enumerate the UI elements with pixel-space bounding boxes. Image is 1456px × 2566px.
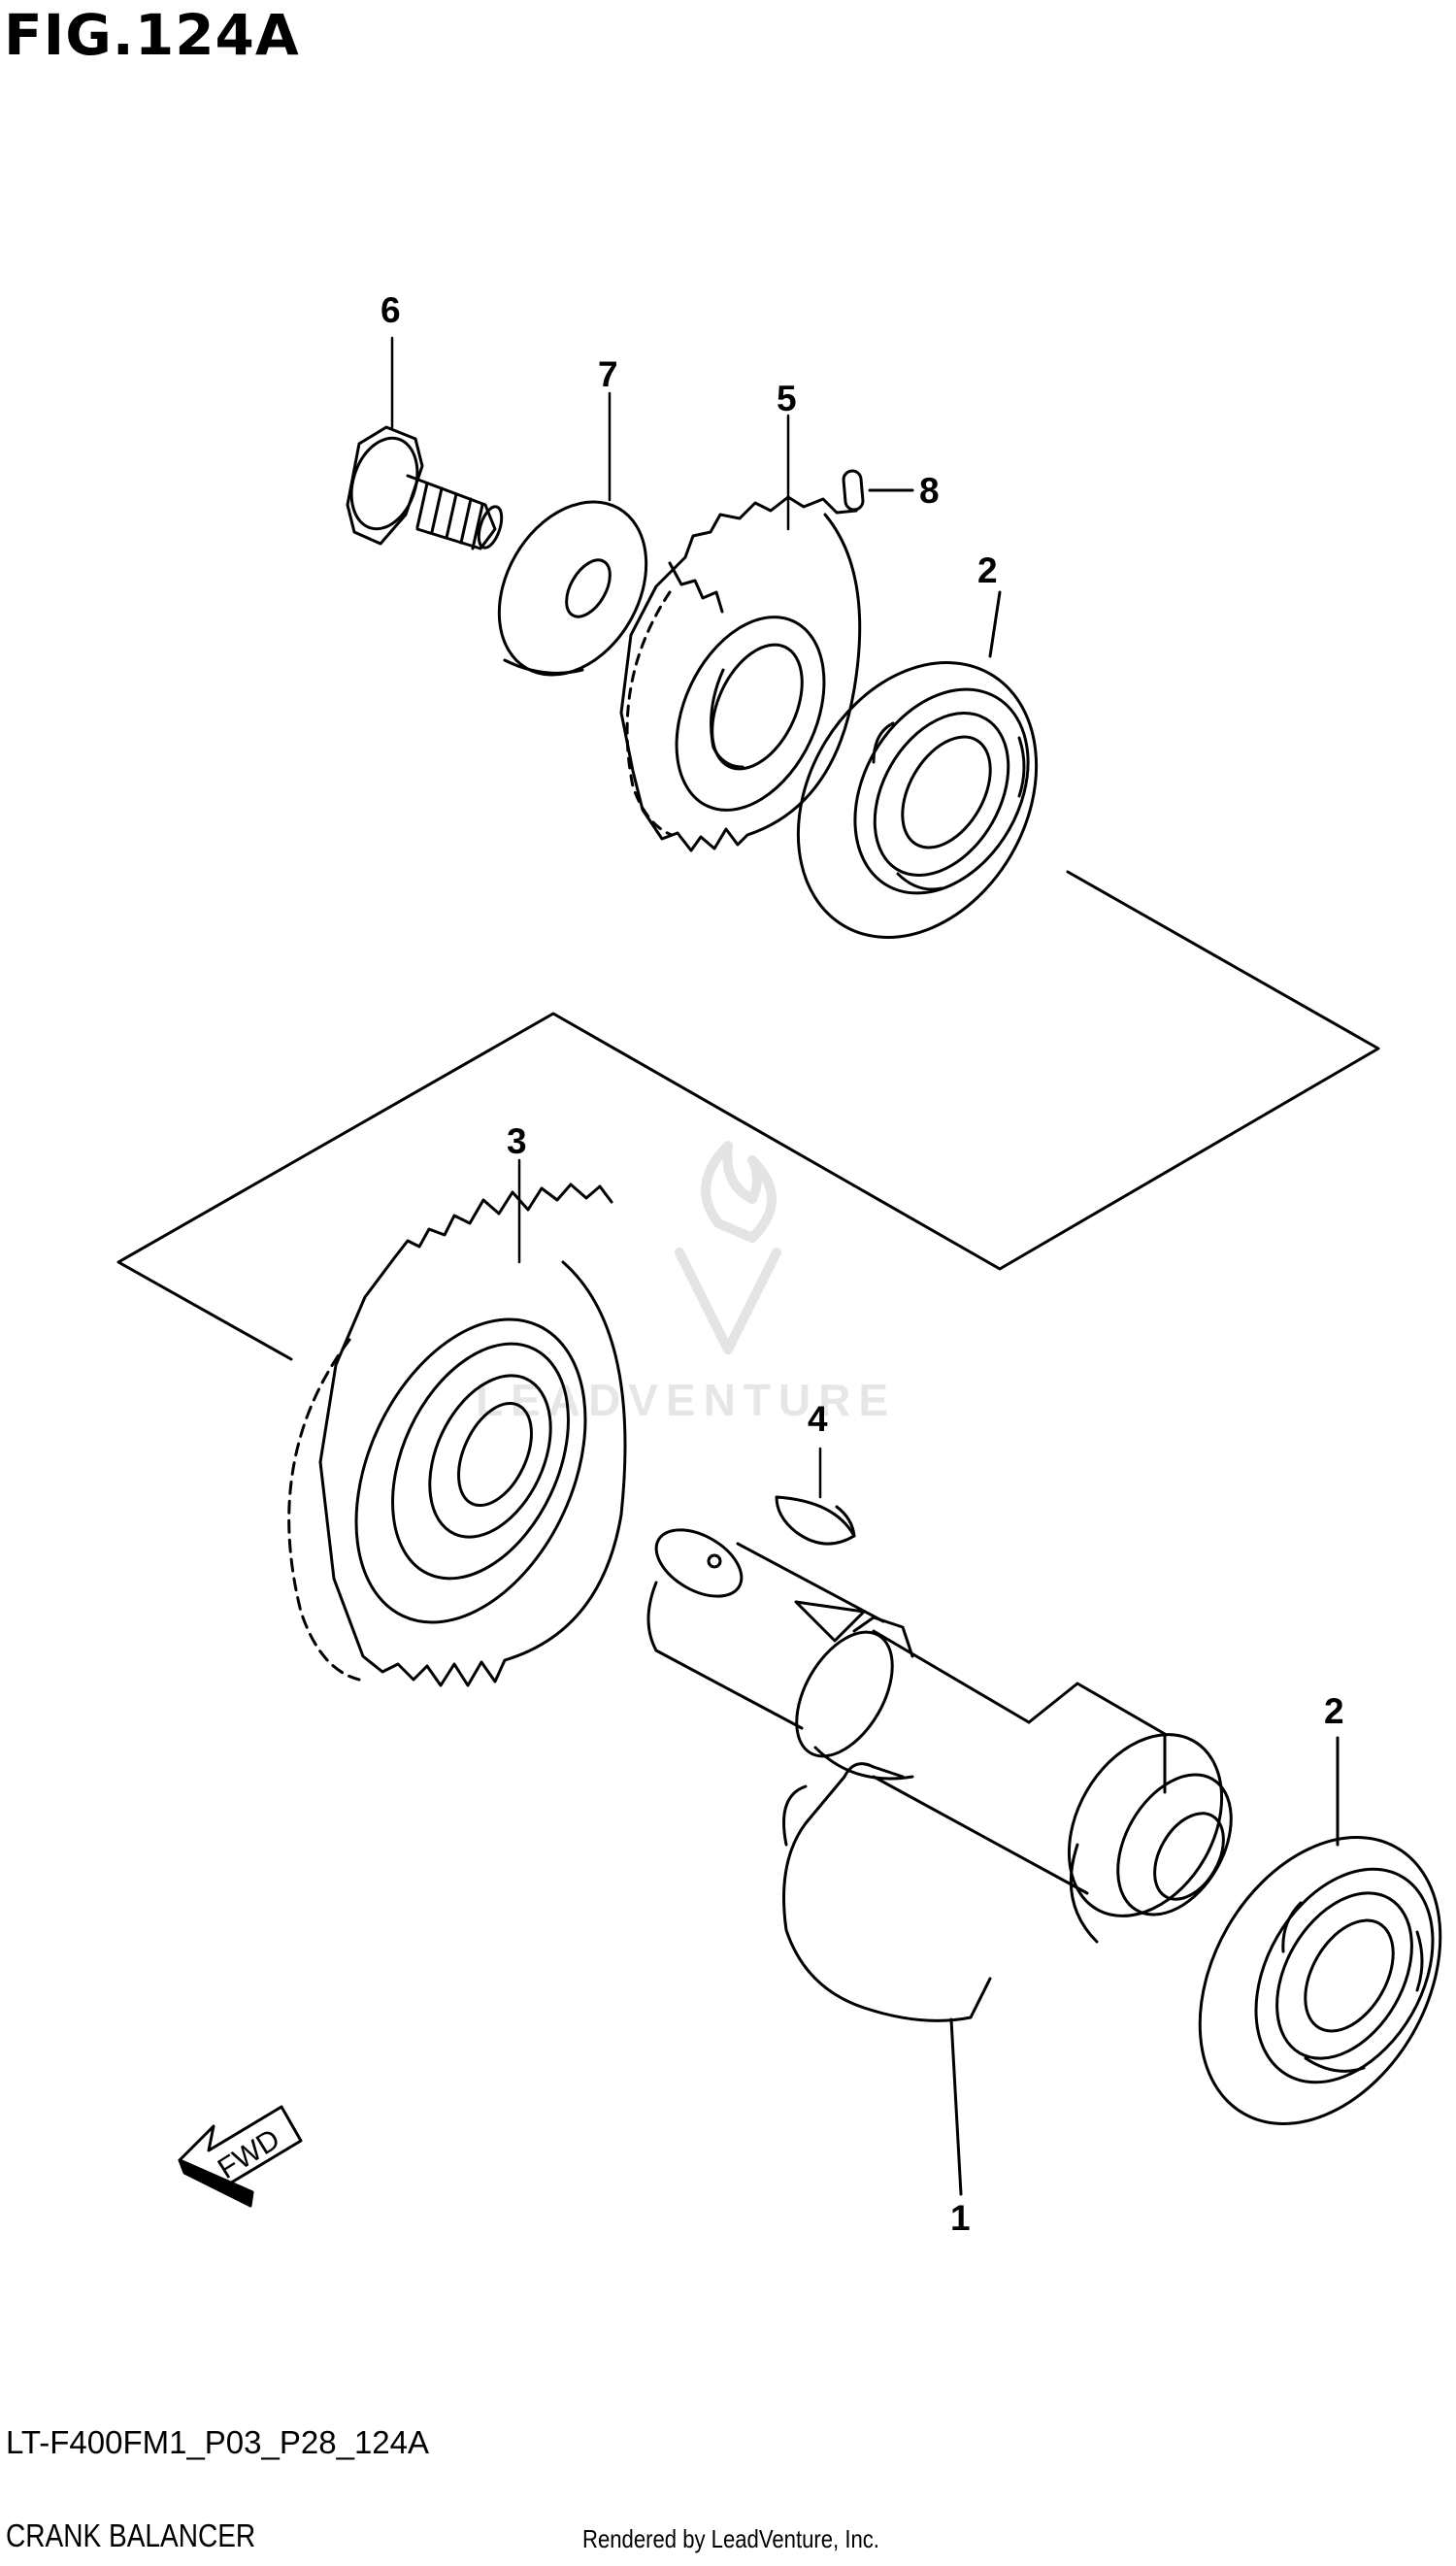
callout-3: 3	[507, 1121, 527, 1161]
pin-icon	[842, 469, 914, 512]
callout-2-bottom: 2	[1324, 1691, 1344, 1731]
assembly-outline	[116, 870, 1380, 1361]
figure-code: LT-F400FM1_P03_P28_124A	[6, 2424, 430, 2460]
key-icon	[775, 1495, 856, 1546]
bearing-icon	[1198, 1736, 1442, 2125]
callout-5: 5	[777, 379, 797, 418]
callout-8: 8	[919, 471, 940, 511]
callout-4: 4	[808, 1399, 828, 1439]
balancer-shaft-icon	[646, 1528, 1233, 2196]
callout-7: 7	[598, 354, 618, 394]
figure-name: CRANK BALANCER	[6, 2517, 256, 2553]
flange-bolt-icon	[346, 425, 504, 550]
callout-6: 6	[381, 290, 401, 330]
driven-gear-icon	[287, 1183, 627, 1687]
callout-1: 1	[950, 2198, 971, 2238]
callout-2-top: 2	[977, 550, 998, 590]
leader-lines	[390, 336, 822, 1499]
watermark-logo-icon	[675, 1141, 781, 1354]
balancer-gear-icon	[619, 495, 862, 852]
figure-title: FIG.124A	[4, 2, 300, 68]
bearing-icon	[796, 590, 1039, 939]
render-credit: Rendered by LeadVenture, Inc.	[582, 2524, 879, 2553]
fwd-arrow-icon	[178, 2105, 303, 2208]
washer-icon	[497, 500, 648, 677]
